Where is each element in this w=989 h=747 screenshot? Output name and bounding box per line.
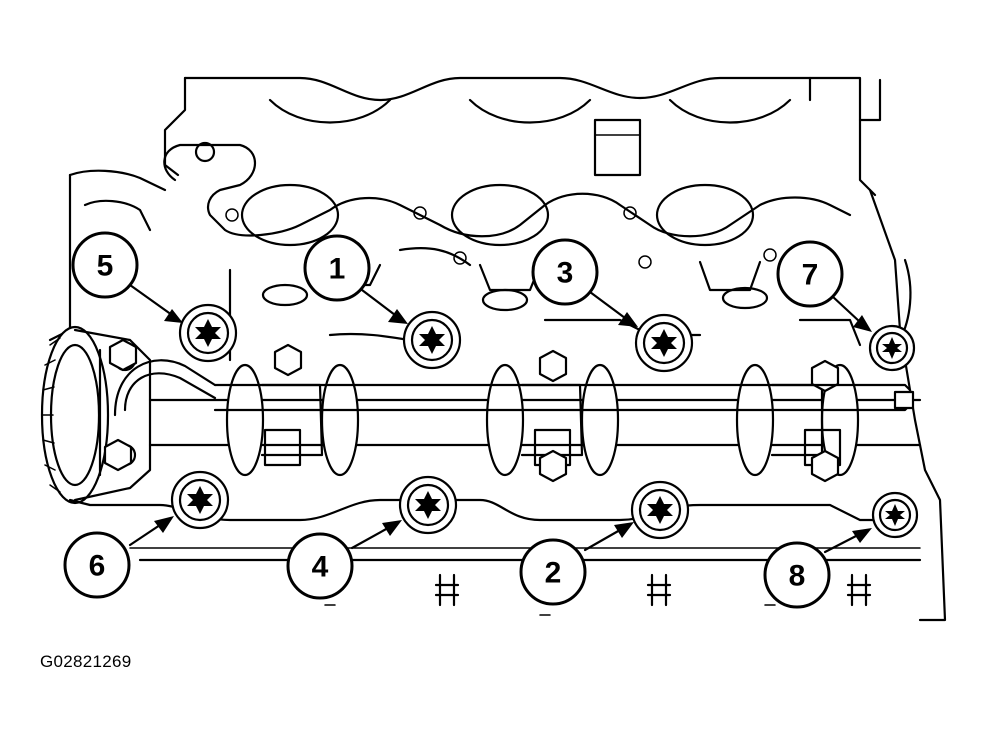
callout-label-2: 2 (545, 557, 562, 590)
callout-label-8: 8 (789, 560, 806, 593)
head-bolt-5 (178, 303, 238, 363)
callout-label-7: 7 (802, 259, 819, 292)
callout-5: 5 (71, 231, 139, 299)
callout-label-3: 3 (557, 257, 574, 290)
camshaft (103, 338, 922, 483)
callout-8: 8 (763, 541, 831, 609)
callout-label-1: 1 (329, 253, 346, 286)
arrow-4 (350, 520, 402, 550)
callout-4: 4 (286, 532, 354, 600)
arrow-2 (583, 522, 634, 552)
arrow-1 (360, 288, 408, 324)
engine-block-upper (163, 76, 882, 197)
arrow-5 (128, 283, 183, 323)
head-bolt-8 (871, 491, 919, 539)
callout-1: 1 (303, 234, 371, 302)
arrow-8 (823, 528, 872, 554)
head-bolt-7 (868, 324, 916, 372)
callout-label-5: 5 (97, 250, 114, 283)
callout-arrows (128, 283, 872, 554)
head-bolts (170, 303, 919, 540)
arrow-6 (128, 516, 174, 547)
callout-6: 6 (63, 531, 131, 599)
head-bolt-6 (170, 470, 230, 530)
stud-bolts (324, 573, 872, 616)
manifold-gasket (163, 141, 852, 269)
callout-label-6: 6 (89, 550, 106, 583)
callout-3: 3 (531, 238, 599, 306)
callout-2: 2 (519, 538, 587, 606)
cam-sprocket (40, 325, 152, 505)
head-bolt-4 (398, 475, 458, 535)
head-bolt-3 (634, 313, 694, 373)
oil-tube (113, 359, 915, 417)
head-bolt-1 (402, 310, 462, 370)
arrow-7 (830, 294, 872, 332)
callout-label-4: 4 (312, 551, 329, 584)
head-bolt-2 (630, 480, 690, 540)
callout-7: 7 (776, 240, 844, 308)
callouts: 5 1 3 7 6 4 2 8 (63, 231, 844, 609)
arrow-3 (588, 290, 638, 327)
figure-code: G02821269 (40, 652, 132, 671)
